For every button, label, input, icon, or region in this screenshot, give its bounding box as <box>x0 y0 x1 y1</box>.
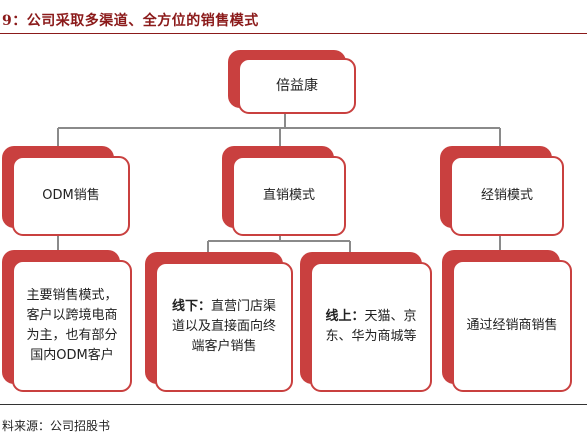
top-rule <box>0 33 587 34</box>
node-online-prefix: 线上： <box>325 309 365 324</box>
node-offline-text: 直营门店渠道以及直接面向终端客户销售 <box>171 299 277 354</box>
node-online-text: 天猫、京东、华为商城等 <box>325 309 417 344</box>
node-direct-label: 直销模式 <box>232 156 346 236</box>
node-odm-detail-text: 主要销售模式，客户以跨境电商为主，也有部分国内ODM客户 <box>12 260 132 392</box>
node-online-box: 线上：天猫、京东、华为商城等 <box>310 262 432 392</box>
node-offline-box: 线下：直营门店渠道以及直接面向终端客户销售 <box>155 262 293 392</box>
node-offline-prefix: 线下： <box>171 299 211 314</box>
bottom-rule <box>0 404 587 405</box>
node-distribution-label: 经销模式 <box>450 156 564 236</box>
source-note: 料来源：公司招股书 <box>2 419 111 433</box>
node-distribution-detail-text: 通过经销商销售 <box>452 260 572 392</box>
node-root-label: 倍益康 <box>238 58 356 114</box>
figure-title: 9：公司采取多渠道、全方位的销售模式 <box>2 13 259 29</box>
node-odm-label: ODM销售 <box>12 156 130 236</box>
